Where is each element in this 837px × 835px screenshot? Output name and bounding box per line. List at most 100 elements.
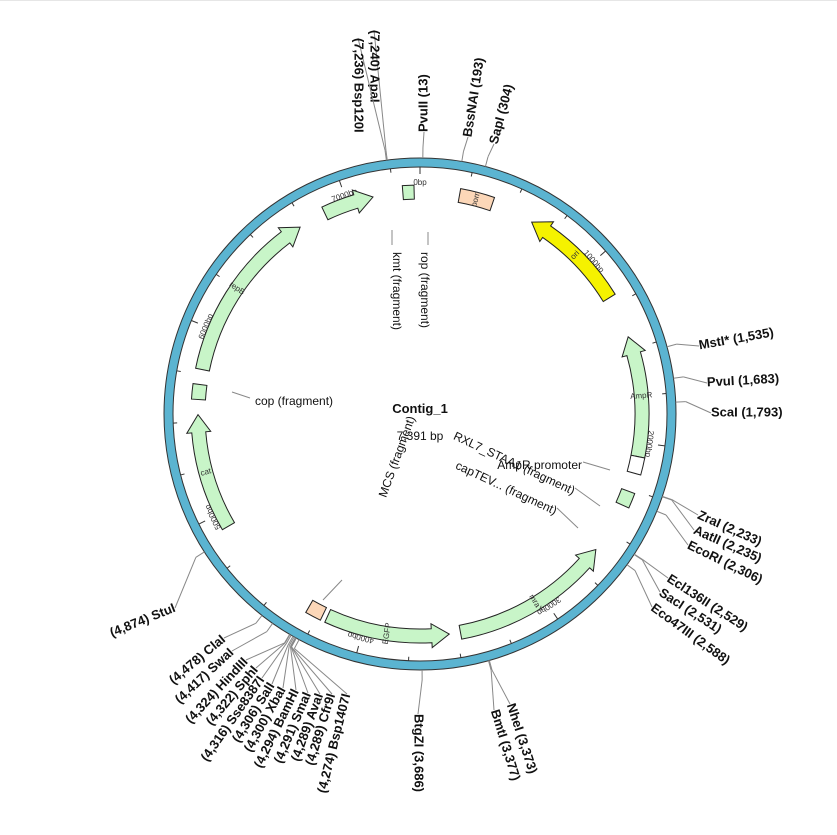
feature-mcs-fragment [305, 599, 328, 621]
site-tick [284, 634, 291, 644]
site-leader [665, 514, 689, 546]
backbone-ring [164, 158, 676, 670]
site-leader [676, 343, 700, 347]
site-leader [642, 559, 669, 579]
site-leader [417, 679, 423, 715]
site-tick [656, 510, 667, 516]
site-leader [289, 646, 297, 691]
bp-tick [191, 320, 199, 324]
feature-label: AmpR promoter [497, 458, 582, 472]
site-leader [223, 622, 257, 639]
site-tick [385, 150, 388, 161]
site-leader [291, 646, 333, 695]
feature-label-leader [231, 391, 251, 399]
site-leader [683, 376, 708, 384]
bp-tick [226, 565, 231, 569]
site-leader [294, 648, 348, 695]
restriction-site-label: BssNAI (193) [460, 56, 487, 138]
site-leader [357, 37, 386, 151]
bp-tick [459, 653, 462, 658]
restriction-site-label: ScaI (1,793) [711, 404, 783, 419]
site-leader [290, 646, 321, 695]
feature-label: rop (fragment) [418, 252, 432, 328]
site-leader [490, 670, 495, 711]
feature-label-leader [556, 507, 579, 529]
feature-mray [458, 548, 597, 640]
bp-tick [176, 370, 181, 373]
site-tick [290, 637, 297, 648]
feature-label: cop (fragment) [255, 394, 333, 408]
site-leader [685, 401, 712, 414]
site-leader [422, 131, 425, 149]
site-tick [195, 551, 205, 558]
backbone-outer-edge [163, 157, 677, 671]
feature-rop-fragment [401, 184, 415, 201]
bp-tick [470, 172, 473, 177]
bp-tick [338, 180, 343, 188]
feature-inner-label: bom [469, 190, 482, 208]
feature-ampr-promoter [626, 454, 646, 476]
site-tick [488, 660, 493, 671]
bp-tick-label: 0bp [413, 178, 427, 187]
bp-tick [652, 341, 657, 344]
restriction-site-label: (4,874) StuI [107, 600, 177, 640]
map-title: Contig_1 [392, 401, 448, 416]
feature-label: kmt (fragment) [390, 252, 404, 330]
site-tick [633, 554, 643, 561]
restriction-site-label: MstI* (1,535) [698, 324, 775, 352]
bp-tick [249, 234, 254, 238]
site-tick [293, 639, 300, 649]
bp-tick [198, 520, 206, 525]
site-tick [288, 636, 295, 646]
feature-label-leader [574, 487, 601, 507]
restriction-site-label: BtgZI (3,686) [412, 714, 427, 792]
feature-cop-fragment [190, 383, 208, 401]
bp-tick [600, 250, 606, 256]
site-tick [673, 376, 684, 379]
site-tick [287, 636, 294, 646]
site-tick [662, 496, 672, 501]
map-length: 7,391 bp [397, 429, 444, 443]
site-leader [174, 557, 197, 609]
feature-repb [195, 226, 301, 372]
site-leader [255, 642, 286, 669]
restriction-site-label: PvuI (1,683) [707, 371, 780, 390]
bp-tick [519, 188, 523, 193]
restriction-site-label: SapI (304) [486, 82, 516, 145]
site-tick [285, 634, 292, 645]
feature-ori [530, 221, 616, 303]
site-leader [671, 499, 699, 516]
bp-tick [626, 541, 631, 545]
restriction-site-label: PvuII (13) [415, 74, 430, 132]
site-tick [266, 623, 274, 632]
bp-tick [632, 293, 637, 297]
bp-tick [657, 444, 665, 447]
site-leader [261, 643, 287, 679]
bp-tick [356, 645, 360, 653]
feature-label-leader [582, 461, 611, 471]
bp-tick [180, 473, 185, 476]
site-leader [641, 559, 661, 593]
bp-tick [307, 630, 311, 635]
site-leader [462, 136, 469, 152]
site-tick [484, 156, 489, 167]
site-leader [282, 645, 290, 689]
site-tick [487, 660, 492, 671]
site-tick [666, 343, 677, 348]
bp-tick [291, 202, 295, 207]
site-tick [289, 637, 296, 647]
feature-kmt-fragment [321, 189, 374, 221]
restriction-site-label: (7,236) Bsp120I [352, 38, 367, 133]
bp-tick [263, 602, 267, 606]
site-leader [373, 29, 387, 151]
bp-tick [648, 495, 653, 498]
site-leader [231, 631, 268, 652]
site-tick [255, 615, 263, 624]
site-tick [626, 564, 636, 571]
bp-tick [509, 639, 512, 644]
restriction-site-label: (7,240) ApaI [368, 30, 383, 103]
feature-egfp [324, 608, 451, 649]
feature-inner-label: AmpR [630, 390, 653, 401]
